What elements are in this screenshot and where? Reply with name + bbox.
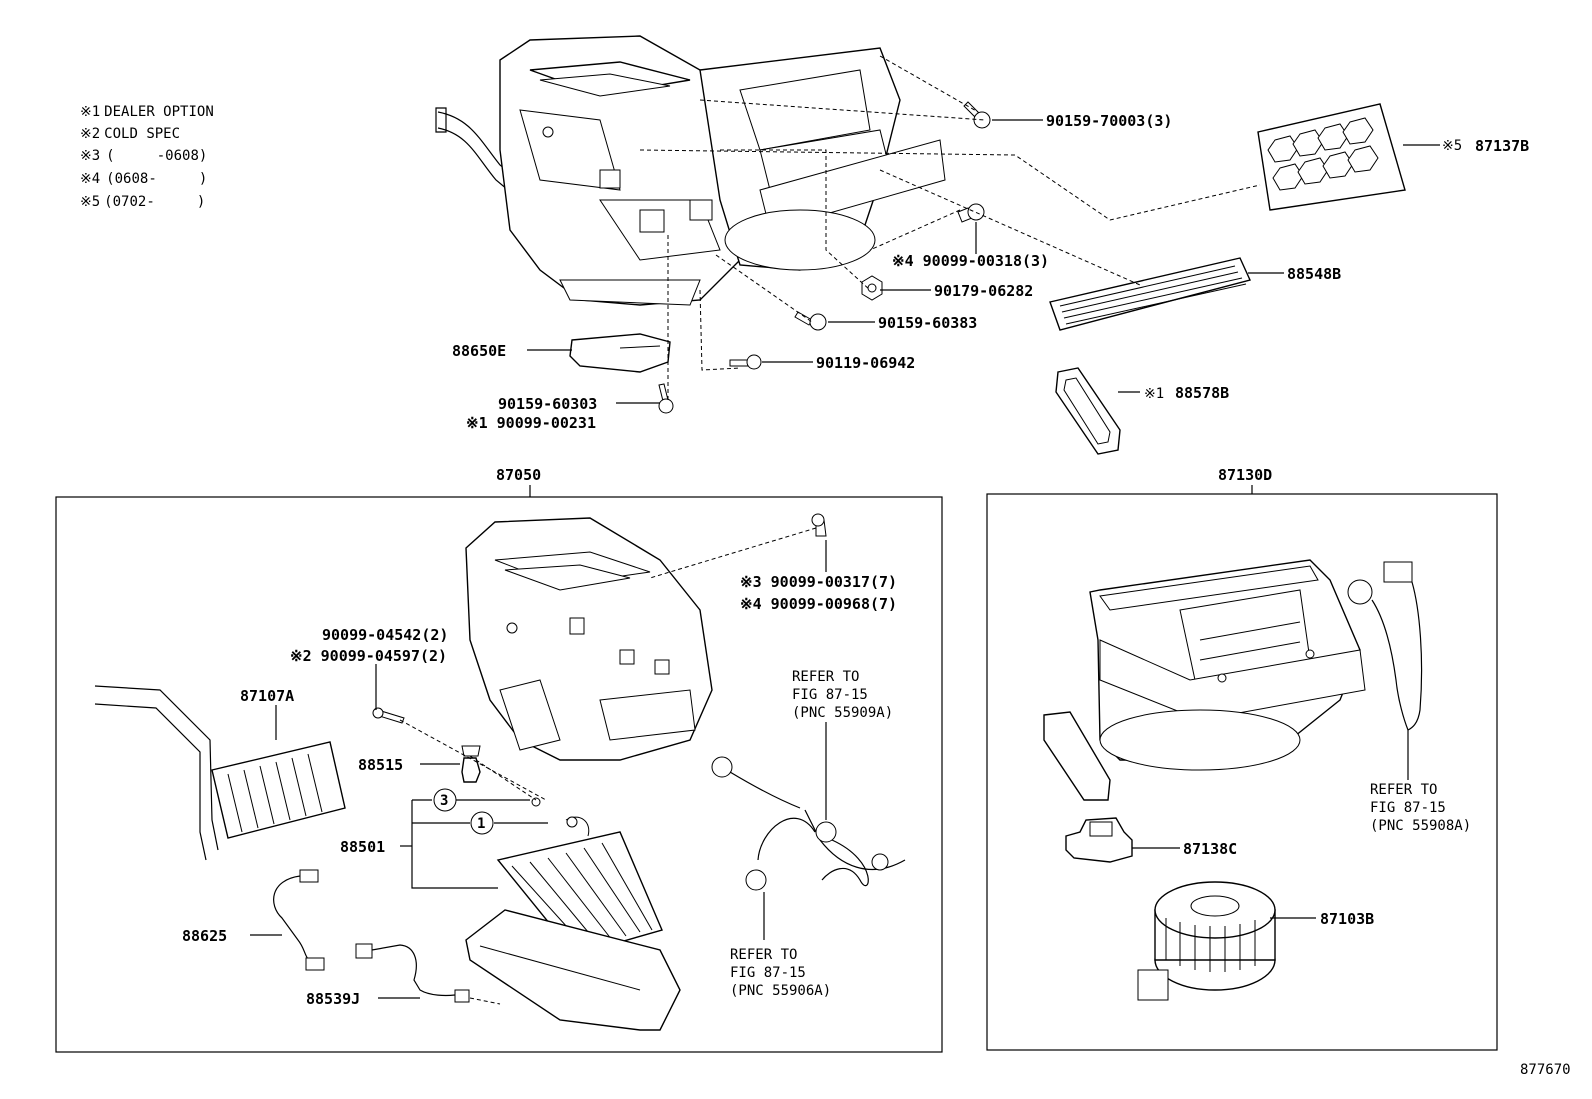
screw-90119-06942-drawing [729,354,762,370]
callout-3-text: 3 [440,793,448,809]
label-90099-04597: ※2 90099-04597(2) [290,647,447,665]
label-87138c: 87138C [1183,840,1237,858]
box-87050 [55,496,943,1053]
refer-55908a-line2: FIG 87-15 [1370,800,1446,816]
label-88515: 88515 [358,756,403,774]
note-3: ※3( -0608) [80,148,207,164]
refer-55906a-line1: REFER TO [730,947,797,963]
label-90179-06282: 90179-06282 [934,282,1033,300]
label-90099-04542: 90099-04542(2) [322,626,448,644]
label-90119-06942: 90119-06942 [816,354,915,372]
screw-90099-00318-drawing [957,203,985,223]
label-90159-60383: 90159-60383 [878,314,977,332]
evaporator-88501-drawing [496,797,663,956]
callout-1-text: 1 [477,816,485,832]
label-87107a: 87107A [240,687,294,705]
gasket-88578b-drawing [1055,367,1121,455]
box-87050-leader-lines [250,527,827,1005]
label-90099-00317: ※3 90099-00317(7) [740,573,897,591]
blower-motor-87103b-drawing [1137,881,1276,1001]
label-90159-60303: 90159-60303 [498,395,597,413]
wire-harness-55908a-drawing [1347,561,1423,780]
label-90099-00231: ※1 90099-00231 [466,414,596,432]
refer-55908a-line3: (PNC 55908A) [1370,818,1471,834]
screw-90159-60383-drawing [794,311,827,331]
filter-case-87137b-drawing [1257,103,1406,211]
harness-88539j-drawing [355,943,470,1003]
refer-55908a-line1: REFER TO [1370,782,1437,798]
note-4: ※4(0608- ) [80,171,207,187]
mark-87137b: ※5 [1442,138,1462,154]
label-88548b: 88548B [1287,265,1341,283]
refer-55906a-line3: (PNC 55906A) [730,983,831,999]
filter-88548b-drawing [1049,257,1251,331]
label-87130d: 87130D [1218,466,1272,484]
screw-90159-60303-drawing [658,383,674,414]
label-87103b: 87103B [1320,910,1374,928]
wire-harness-55909a-drawing [711,756,906,891]
top-hvac-assembly-drawing [435,35,946,306]
resistor-87138c-drawing [1065,817,1133,863]
blower-case-87130d-drawing [1043,559,1366,801]
bolt-90099-04542-drawing [372,707,405,724]
label-88625: 88625 [182,927,227,945]
figure-number: 877670 [1520,1062,1571,1078]
label-87050: 87050 [496,466,541,484]
label-90099-00968: ※4 90099-00968(7) [740,595,897,613]
label-88578b: 88578B [1175,384,1229,402]
box-87130d-leader-lines [1132,847,1316,919]
refer-55909a-line1: REFER TO [792,669,859,685]
sensor-88625-drawing [273,869,325,971]
heater-core-87107a-drawing [94,685,346,861]
label-90099-00318: ※4 90099-00318(3) [892,252,1049,270]
lower-case-drawing [465,909,681,1031]
box-87130d [986,493,1498,1051]
label-88501: 88501 [340,838,385,856]
heater-case-87050-drawing [465,517,713,761]
mark-88578b: ※1 [1144,386,1164,402]
callout-circle-1 [470,811,494,835]
note-5: ※5(0702- ) [80,194,205,210]
valve-88515-drawing [461,745,481,783]
label-88539j: 88539J [306,990,360,1008]
top-leader-lines [527,55,1440,404]
refer-55906a-line2: FIG 87-15 [730,965,806,981]
label-90159-70003: 90159-70003(3) [1046,112,1172,130]
screw-90099-00317-drawing [811,513,827,537]
nut-90179-06282-drawing [861,275,883,301]
label-88650e: 88650E [452,342,506,360]
refer-55909a-line2: FIG 87-15 [792,687,868,703]
label-87137b: 87137B [1475,137,1529,155]
refer-55909a-line3: (PNC 55909A) [792,705,893,721]
module-88650e-drawing [569,333,671,373]
